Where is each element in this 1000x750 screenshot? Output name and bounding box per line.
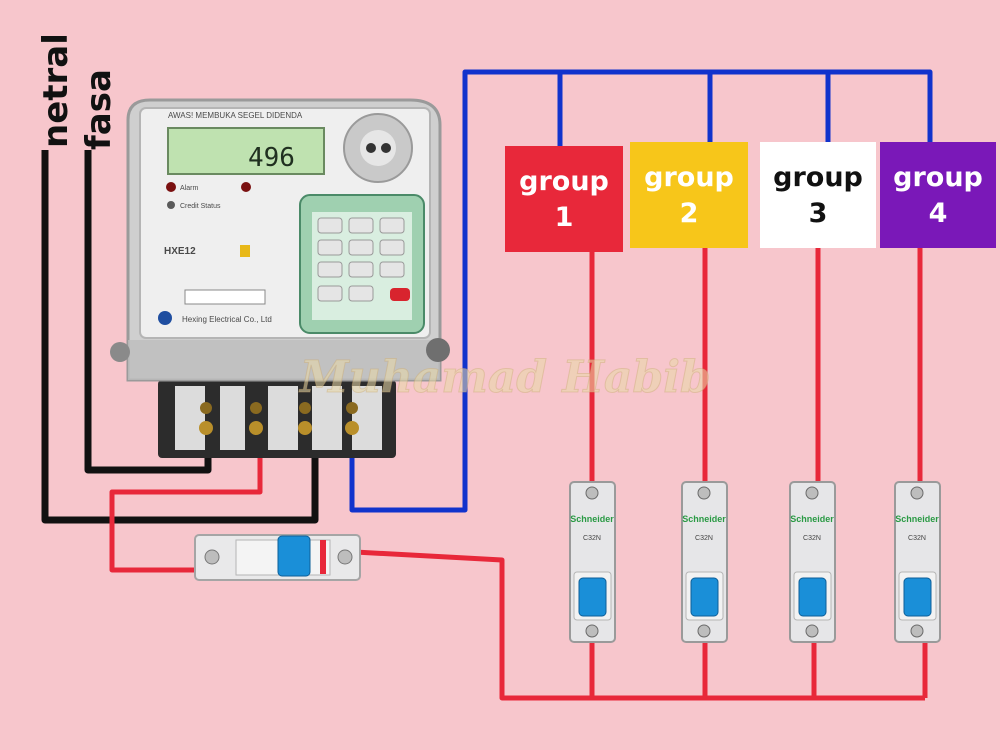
meter-maker: Hexing Electrical Co., Ltd [182, 315, 272, 324]
meter-reading: 496 [248, 143, 295, 173]
mcb-toggle [798, 577, 827, 617]
phase-wires [109, 246, 928, 701]
group-3-number: 3 [809, 198, 828, 229]
netral-label: netral [36, 33, 76, 148]
fasa-label: fasa [79, 69, 119, 150]
mcb-brand: Schneider [682, 514, 726, 524]
mcb-rating: C32N [908, 535, 926, 542]
kwh-meter: AWAS! MEMBUKA SEGEL DIDENDA 496 Alarm Cr… [110, 98, 450, 458]
mcb-rating: C32N [803, 535, 821, 542]
mcb-rating: C32N [695, 535, 713, 542]
group-1-box: group 1 [505, 146, 623, 252]
mcb-toggle [903, 577, 932, 617]
group-4-label: group [893, 162, 983, 193]
group-1-label: group [519, 166, 609, 197]
group-1-number: 1 [555, 202, 574, 233]
group-4-box: group 4 [880, 142, 996, 248]
main-mcb [194, 534, 361, 581]
credit-status-label: Credit Status [180, 203, 221, 210]
group-3-label: group [773, 162, 863, 193]
mcb-brand: Schneider [790, 514, 834, 524]
group-2-bg [630, 142, 748, 248]
mcb-toggle [578, 577, 607, 617]
meter-warning: AWAS! MEMBUKA SEGEL DIDENDA [168, 111, 303, 120]
group-1-bg [505, 146, 623, 252]
group-3-bg [760, 142, 876, 248]
netral-wire [41, 150, 319, 524]
group-2-box: group 2 [630, 142, 748, 248]
group-2-label: group [644, 162, 734, 193]
meter-model: HXE12 [164, 246, 196, 257]
group-4-bg [880, 142, 996, 248]
group-3-box: group 3 [760, 142, 876, 248]
neutral-wires [349, 69, 933, 513]
mcb-toggle [690, 577, 719, 617]
alarm-label: Alarm [180, 185, 198, 192]
mcb-rating: C32N [583, 535, 601, 542]
mcb-brand: Schneider [895, 514, 939, 524]
group-4-number: 4 [929, 198, 948, 229]
group-2-number: 2 [680, 198, 699, 229]
watermark: Muhamad Habib [298, 352, 711, 403]
branch-mcbs: SchneiderC32NSchneiderC32NSchneiderC32NS… [569, 481, 941, 643]
mcb-brand: Schneider [570, 514, 614, 524]
